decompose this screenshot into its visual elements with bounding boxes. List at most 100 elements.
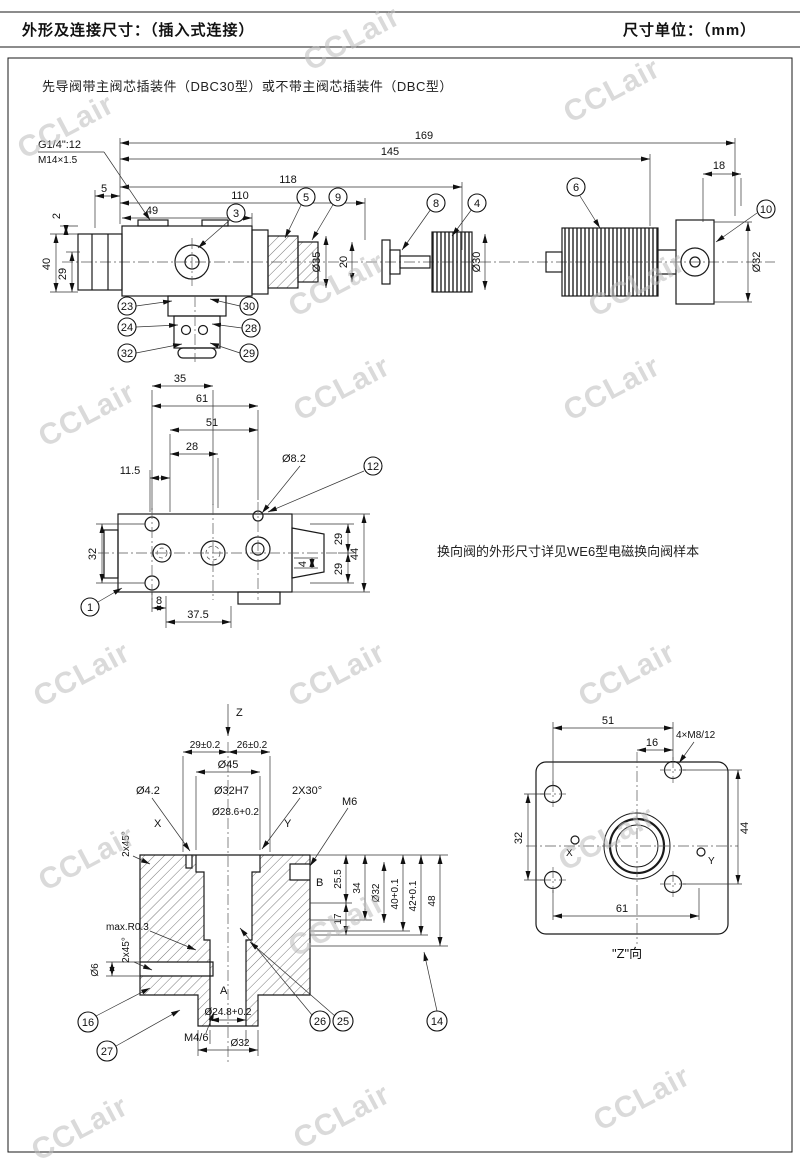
callout-26: 26 [239, 927, 331, 1032]
view1-cartridge [251, 229, 319, 295]
svg-text:8: 8 [433, 198, 439, 210]
dim-dia6: Ø6 [90, 963, 101, 977]
callout-24: 24 [117, 317, 179, 337]
label-a-port: A [220, 985, 228, 997]
svg-text:5: 5 [303, 192, 309, 204]
callout-8: 8 [401, 193, 446, 251]
dim-dia32-side: Ø32 [371, 883, 382, 902]
dim-2x45-lower: 2x45° [121, 937, 132, 963]
callout-16: 16 [77, 987, 151, 1033]
view1-plunger [381, 231, 473, 293]
dim-z-arrow: Z [236, 707, 243, 719]
callout-1: 1 [80, 587, 123, 617]
view2-body-outline [103, 510, 325, 605]
callout-28: 28 [211, 318, 261, 338]
view4-dimension-labels: 51 16 4×M8/12 32 44 61 X Y "Z"向 [513, 715, 751, 961]
dim-dia35: Ø35 [311, 252, 323, 273]
dim-44: 44 [739, 822, 751, 834]
view4-z-view: 51 16 4×M8/12 32 44 61 X Y "Z"向 [513, 715, 751, 961]
view1-bracket [675, 219, 715, 305]
dim-44: 44 [349, 548, 361, 560]
callout-30: 30 [209, 296, 259, 316]
dim-4: 4 [297, 561, 309, 567]
dim-2x45-upper: 2x45° [121, 831, 132, 857]
svg-text:14: 14 [431, 1016, 443, 1028]
callout-10: 10 [715, 199, 776, 243]
svg-text:9: 9 [335, 192, 341, 204]
view2-dimension-lines [96, 383, 370, 628]
dim-m14: M14×1.5 [38, 155, 78, 166]
svg-text:23: 23 [121, 301, 133, 313]
dim-61: 61 [616, 903, 628, 915]
dim-17: 17 [333, 913, 344, 925]
callout-32: 32 [117, 343, 183, 363]
label-x-port: X [154, 818, 162, 830]
label-x-datum: X [566, 848, 573, 859]
view3-dimension-labels: 29±0.2 26±0.2 Ø45 Ø4.2 Ø32H7 Ø28.6+0.2 2… [90, 740, 438, 1049]
dim-37-5: 37.5 [187, 609, 208, 621]
dim-118: 118 [279, 174, 297, 186]
dim-110: 110 [231, 190, 249, 202]
dim-42tol: 42+0.1 [408, 880, 419, 911]
dim-g14: G1/4":12 [38, 139, 81, 151]
dim-dia32-bottom: Ø32 [231, 1038, 250, 1049]
svg-text:10: 10 [760, 204, 772, 216]
dim-dia45: Ø45 [218, 759, 239, 771]
dim-2: 2 [51, 213, 63, 219]
dim-m4-6: M4/6 [184, 1032, 208, 1044]
view3-section-hatch [140, 855, 310, 1026]
dim-35: 35 [174, 373, 186, 385]
z-view-caption: "Z"向 [612, 946, 642, 961]
dim-8: 8 [156, 595, 162, 607]
callout-9: 9 [311, 187, 348, 241]
dim-max-r03: max.R0.3 [106, 922, 149, 933]
callout-12: 12 [267, 456, 383, 513]
dim-18: 18 [713, 160, 725, 172]
view3-callouts: 16 27 26 25 14 [77, 927, 448, 1062]
dim-26tol: 26±0.2 [237, 740, 268, 751]
view1-solenoid [545, 227, 676, 297]
dim-5: 5 [101, 183, 107, 195]
dim-40tol: 40+0.1 [390, 878, 401, 909]
view1-dimension-labels: 169 145 118 110 5 49 18 2 40 29 Ø35 20 Ø… [38, 130, 763, 280]
svg-text:16: 16 [82, 1017, 94, 1029]
dim-dia28-6: Ø28.6+0.2 [212, 807, 259, 818]
dim-51: 51 [206, 417, 218, 429]
dim-dia30: Ø30 [471, 252, 483, 273]
view1-dimension-lines [38, 138, 752, 303]
label-b-port: B [316, 877, 323, 889]
page-frame [0, 11, 800, 1153]
label-y-port: Y [284, 818, 292, 830]
dim-4xm8: 4×M8/12 [676, 730, 716, 741]
dim-49: 49 [146, 205, 158, 217]
view2-callouts: 12 1 [80, 456, 383, 617]
page-title: 外形及连接尺寸：（插入式连接） [22, 22, 255, 39]
callout-3: 3 [197, 203, 246, 249]
view1-callouts: 3 5 9 8 4 6 10 23 24 32 30 28 29 [117, 177, 776, 363]
svg-text:12: 12 [367, 461, 379, 473]
callout-6: 6 [566, 177, 601, 229]
svg-text:24: 24 [121, 322, 133, 334]
dim-dia32h7: Ø32H7 [214, 785, 249, 797]
view1-valve-body [121, 219, 253, 297]
dim-16: 16 [646, 737, 658, 749]
callout-25: 25 [249, 941, 354, 1032]
svg-text:1: 1 [87, 602, 93, 614]
we6-note: 换向阀的外形尺寸详见WE6型电磁换向阀样本 [437, 544, 700, 559]
dim-29b: 29 [333, 563, 345, 575]
view3-dimension-lines [106, 749, 448, 1056]
svg-text:29: 29 [243, 348, 255, 360]
dim-29tol: 29±0.2 [190, 740, 221, 751]
dim-61: 61 [196, 393, 208, 405]
view3-cross-section: Z [77, 704, 448, 1062]
dim-34: 34 [352, 882, 363, 894]
view4-dimension-lines [524, 722, 742, 920]
dim-dia32: Ø32 [751, 252, 763, 273]
dim-51: 51 [602, 715, 614, 727]
dim-169: 169 [415, 130, 433, 142]
dim-25-5: 25.5 [333, 869, 344, 889]
view4-centerlines [526, 752, 738, 944]
callout-4: 4 [451, 193, 487, 237]
